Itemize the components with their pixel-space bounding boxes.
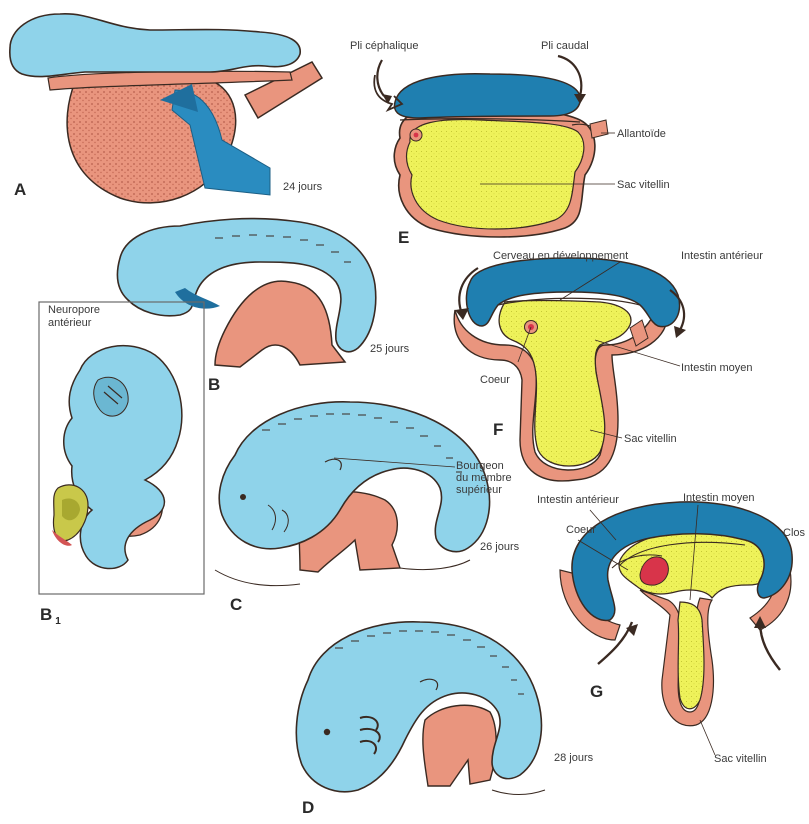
panel-a-embryo: [10, 14, 322, 203]
panel-letter-g: G: [590, 682, 603, 702]
age-a: 24 jours: [283, 181, 322, 193]
panel-letter-a: A: [14, 180, 26, 200]
panel-f-section: [454, 258, 686, 481]
age-d: 28 jours: [554, 752, 593, 764]
panel-b-embryo: [117, 219, 375, 367]
brain-label: Cerveau en développement: [493, 250, 628, 262]
panel-c-embryo: [215, 402, 490, 586]
yolk-sac-g-label: Sac vitellin: [714, 753, 767, 765]
cloaca-label: Clos: [783, 527, 805, 539]
yolk-sac-e-label: Sac vitellin: [617, 179, 670, 191]
allantois-label: Allantoïde: [617, 128, 666, 140]
panel-letter-b: B: [208, 375, 220, 395]
heart-g-label: Coeur: [566, 524, 596, 536]
panel-d-embryo: [296, 622, 545, 795]
yolk-sac-g-leader: [700, 720, 715, 755]
age-c: 26 jours: [480, 541, 519, 553]
midgut-g-label: Intestin moyen: [683, 492, 755, 504]
neuropore-label: Neuropore antérieur: [48, 304, 100, 330]
foregut-g-label: Intestin antérieur: [537, 494, 619, 506]
panel-b1-embryo: [52, 346, 182, 569]
midgut-f-label: Intestin moyen: [681, 362, 753, 374]
caudal-fold-label: Pli caudal: [541, 40, 589, 52]
age-b: 25 jours: [370, 343, 409, 355]
panel-letter-d: D: [302, 798, 314, 818]
panel-letter-e: E: [398, 228, 409, 248]
cephalic-fold-label: Pli céphalique: [350, 40, 419, 52]
foregut-f-label: Intestin antérieur: [681, 250, 763, 262]
panel-letter-f: F: [493, 420, 503, 440]
panel-letter-c: C: [230, 595, 242, 615]
heart-f-label: Coeur: [480, 374, 510, 386]
limb-bud-label: Bourgeon du membre supérieur: [456, 460, 512, 496]
panel-e-section: [374, 56, 608, 237]
yolk-sac-f-label: Sac vitellin: [624, 433, 677, 445]
